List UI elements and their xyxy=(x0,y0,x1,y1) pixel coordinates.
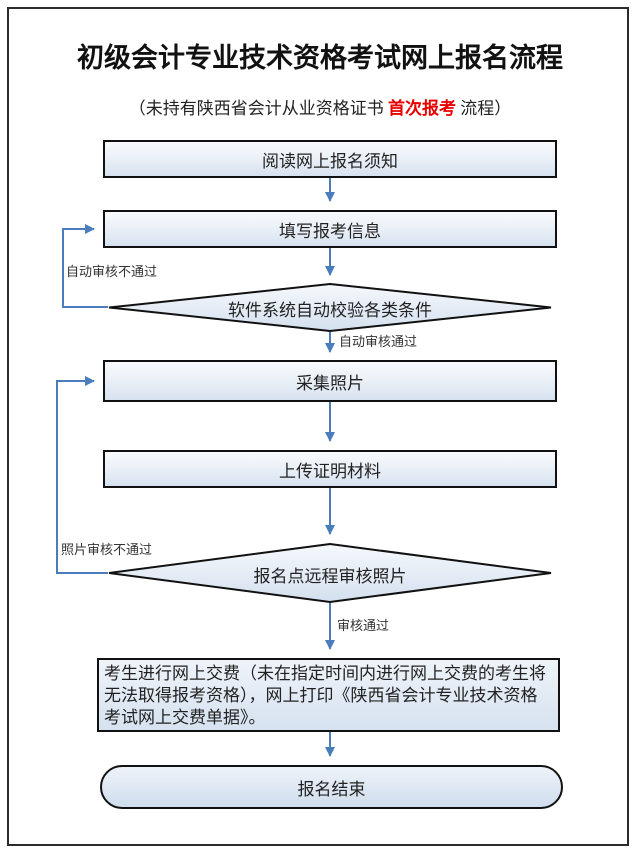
arrow-loop-photo-fail xyxy=(56,376,108,574)
decision1-diamond-shape xyxy=(108,282,552,333)
node-upload-materials-label: 上传证明材料 xyxy=(279,461,381,481)
subtitle-highlight: 首次报考 xyxy=(388,99,456,118)
node-fill-info: 填写报考信息 xyxy=(103,210,557,248)
node-end-terminator: 报名结束 xyxy=(100,765,563,809)
node-remote-review-label: 报名点远程审核照片 xyxy=(253,567,407,586)
edge-label-auto-pass: 自动审核通过 xyxy=(339,334,418,349)
node-read-notice-label: 阅读网上报名须知 xyxy=(262,151,398,171)
decision2-diamond-shape xyxy=(108,542,552,604)
edge-label-photo-fail: 照片审核不通过 xyxy=(61,542,153,557)
node-upload-materials: 上传证明材料 xyxy=(103,450,557,488)
node-fill-info-label: 填写报考信息 xyxy=(279,221,381,241)
subtitle-suffix: 流程） xyxy=(456,99,512,118)
page-subtitle: （未持有陕西省会计从业资格证书 首次报考 流程） xyxy=(0,94,640,119)
node-auto-check-label: 软件系统自动校验各类条件 xyxy=(228,301,432,320)
subtitle-prefix: （未持有陕西省会计从业资格证书 xyxy=(128,99,388,118)
arrow-loop-auto-fail xyxy=(62,224,108,308)
node-collect-photo: 采集照片 xyxy=(103,360,557,402)
edge-label-auto-fail: 自动审核不通过 xyxy=(66,264,158,279)
node-collect-photo-label: 采集照片 xyxy=(296,373,364,393)
node-payment: 考生进行网上交费（未在指定时间内进行网上交费的考生将无法取得报考资格），网上打印… xyxy=(97,658,560,732)
page-title: 初级会计专业技术资格考试网上报名流程 xyxy=(77,43,563,73)
edge-label-review-pass: 审核通过 xyxy=(337,618,390,633)
node-end-label: 报名结束 xyxy=(297,779,366,799)
node-payment-text: 考生进行网上交费（未在指定时间内进行网上交费的考生将无法取得报考资格），网上打印… xyxy=(104,664,546,727)
node-read-notice: 阅读网上报名须知 xyxy=(103,140,557,178)
